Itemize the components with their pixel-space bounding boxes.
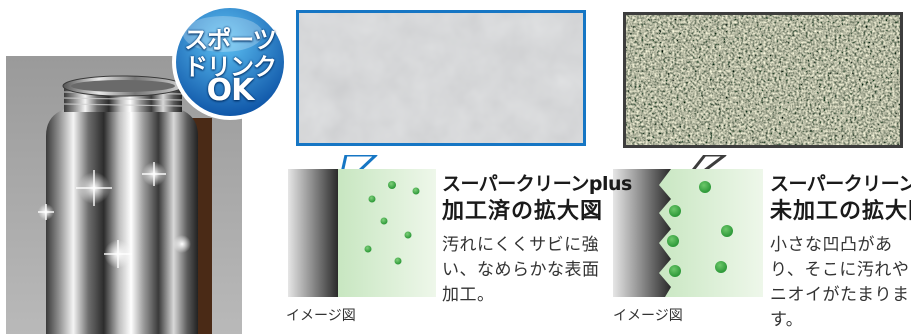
rough-cross-section-diagram [613, 155, 765, 300]
raw-description: 小さな凹凸があり、そこに汚れやニオイがたまります。 [770, 235, 910, 330]
badge-line-3: OK [206, 73, 255, 108]
raw-title-line-2: 未加工の拡大図 [770, 199, 911, 224]
sports-drink-ok-badge: スポーツ ドリンク OK [165, 0, 295, 125]
plus-title-line-1: スーパークリーンplus [442, 173, 632, 195]
smooth-cross-section-diagram [288, 155, 438, 300]
raw-image-caption: イメージ図 [613, 308, 683, 324]
badge-circle-icon [172, 4, 288, 120]
badge-line-1: スポーツ [184, 26, 277, 54]
plus-image-caption: イメージ図 [286, 308, 356, 324]
badge-line-2: ドリンク [184, 53, 277, 81]
raw-title-line-1: スーパークリーン [770, 173, 911, 195]
plus-description: 汚れにくくサビに強い、なめらかな表面加工。 [442, 235, 600, 305]
smooth-surface-photo [296, 10, 586, 146]
plus-title-line-2: 加工済の拡大図 [442, 199, 604, 224]
rough-surface-photo [623, 12, 903, 148]
